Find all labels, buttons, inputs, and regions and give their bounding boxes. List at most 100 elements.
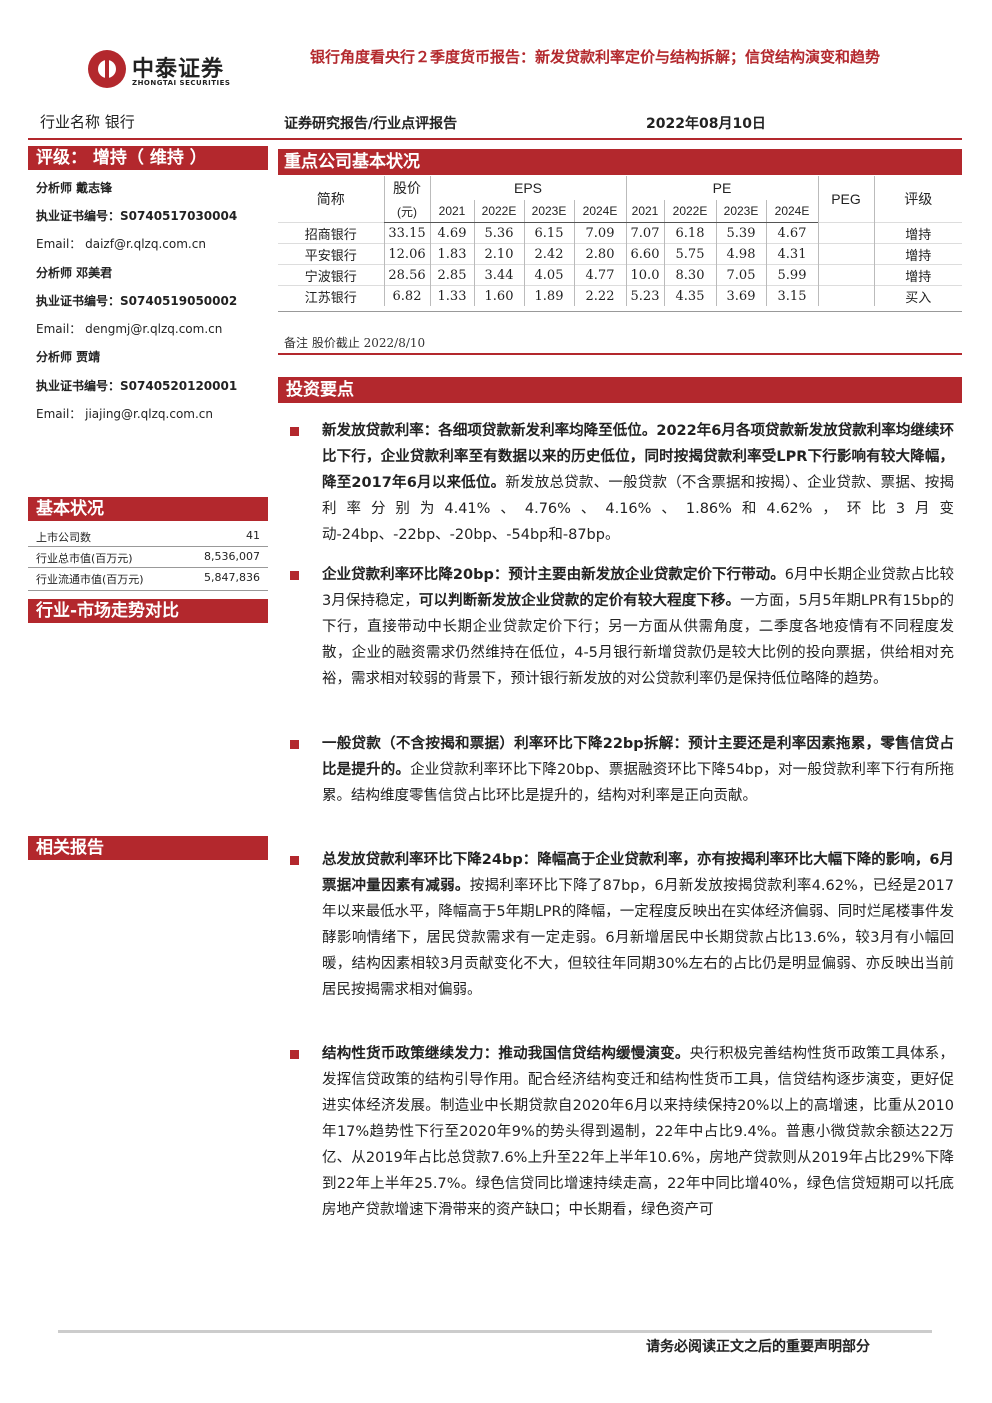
peg-cell <box>817 243 874 265</box>
eps-cell: 1.89 <box>523 285 574 306</box>
table-bottom-rule <box>278 311 962 312</box>
eps-cell: 4.77 <box>573 264 626 286</box>
table-row: 宁波银行 28.56 2.85 3.44 4.05 4.77 10.0 8.30… <box>278 264 962 286</box>
peg-cell <box>817 285 874 306</box>
investment-point: 新发放贷款利率：各细项贷款新发利率均降至低位。2022年6月各项贷款新发放贷款利… <box>290 418 954 548</box>
investment-point: 总发放贷款利率环比下降24bp：降幅高于企业贷款利率，亦有按揭利率环比大幅下降的… <box>290 847 954 1003</box>
logo-text-en: ZHONGTAI SECURITIES <box>132 79 231 87</box>
investment-points-title: 投资要点 <box>278 377 962 403</box>
year-header: 2022E <box>473 200 524 223</box>
footer-divider <box>58 1330 932 1333</box>
report-type: 证券研究报告/行业点评报告 <box>284 116 458 132</box>
company-table-title: 重点公司基本状况 <box>278 149 962 175</box>
stat-divider <box>28 567 268 568</box>
eps-cell: 3.44 <box>473 264 524 286</box>
col-pe-header: PE <box>625 176 818 200</box>
pe-cell: 3.15 <box>765 285 818 306</box>
table-row: 招商银行 33.15 4.69 5.36 6.15 7.09 7.07 6.18… <box>278 222 962 244</box>
analyst-name: 分析师 贾靖 <box>36 350 101 364</box>
company-table: 简称 股价 EPS PE PEG 评级 (元) 2021 2022E 2023E… <box>278 176 962 306</box>
rating-cell: 增持 <box>873 243 962 265</box>
analyst-email-link[interactable]: daizf@r.qlzq.com.cn <box>85 237 206 251</box>
analyst-email: Email： daizf@r.qlzq.com.cn <box>36 237 206 251</box>
pe-cell: 5.39 <box>715 222 766 244</box>
pe-cell: 6.60 <box>625 243 664 265</box>
logo-mark-icon <box>88 50 126 88</box>
analyst-email-link[interactable]: jiajing@r.qlzq.com.cn <box>85 407 214 421</box>
rating-bar: 评级： 增持（ 维持 ） <box>28 146 268 170</box>
analyst-name: 分析师 戴志锋 <box>36 181 113 195</box>
analyst-email: Email： jiajing@r.qlzq.com.cn <box>36 407 214 421</box>
pe-cell: 3.69 <box>715 285 766 306</box>
eps-cell: 4.69 <box>429 222 474 244</box>
logo-text-cn: 中泰证券 <box>132 57 225 82</box>
eps-cell: 2.22 <box>573 285 626 306</box>
peg-cell <box>817 222 874 244</box>
bullet-square-icon <box>290 856 299 865</box>
pe-cell: 10.0 <box>625 264 664 286</box>
price-cell: 12.06 <box>383 243 430 265</box>
company-name: 招商银行 <box>278 222 384 244</box>
header-divider <box>28 138 962 140</box>
company-name: 平安银行 <box>278 243 384 265</box>
pe-cell: 7.07 <box>625 222 664 244</box>
col-price-unit: (元) <box>383 200 430 223</box>
year-header: 2023E <box>523 200 574 223</box>
pe-cell: 4.98 <box>715 243 766 265</box>
eps-cell: 2.10 <box>473 243 524 265</box>
disclaimer-note: 请务必阅读正文之后的重要声明部分 <box>646 1339 870 1355</box>
year-header: 2022E <box>663 200 716 223</box>
year-header: 2024E <box>765 200 818 223</box>
col-name-header: 简称 <box>316 191 345 207</box>
pe-cell: 4.31 <box>765 243 818 265</box>
pe-cell: 5.99 <box>765 264 818 286</box>
col-peg-header: PEG <box>817 176 874 223</box>
analyst-cert: 执业证书编号：S0740520120001 <box>36 379 238 393</box>
pe-cell: 4.67 <box>765 222 818 244</box>
pe-cell: 8.30 <box>663 264 716 286</box>
investment-point: 结构性货币政策继续发力：推动我国信贷结构缓慢演变。央行积极完善结构性货币政策工具… <box>290 1041 954 1223</box>
year-header: 2021 <box>625 200 664 223</box>
peg-cell <box>817 264 874 286</box>
year-header: 2024E <box>573 200 626 223</box>
eps-cell: 2.85 <box>429 264 474 286</box>
analyst-email: Email： dengmj@r.qlzq.com.cn <box>36 322 223 336</box>
eps-cell: 5.36 <box>473 222 524 244</box>
analyst-cert: 执业证书编号：S0740517030004 <box>36 209 238 223</box>
table-row: 平安银行 12.06 1.83 2.10 2.42 2.80 6.60 5.75… <box>278 243 962 265</box>
table-section-divider <box>278 353 962 355</box>
bullet-square-icon <box>290 427 299 436</box>
bullet-square-icon <box>290 1050 299 1059</box>
stat-divider <box>28 590 268 591</box>
eps-cell: 6.15 <box>523 222 574 244</box>
report-title: 银行角度看央行２季度货币报告：新发贷款利率定价与结构拆解；信贷结构演变和趋势 <box>310 48 881 66</box>
year-header: 2023E <box>715 200 766 223</box>
col-rating-header: 评级 <box>873 176 962 223</box>
eps-cell: 2.80 <box>573 243 626 265</box>
eps-cell: 7.09 <box>573 222 626 244</box>
basic-status-bar: 基本状况 <box>28 497 268 521</box>
report-date: 2022年08月10日 <box>646 116 766 132</box>
price-cell: 6.82 <box>383 285 430 306</box>
investment-point: 企业贷款利率环比降20bp：预计主要由新发放企业贷款定价下行带动。6月中长期企业… <box>290 562 954 692</box>
pe-cell: 7.05 <box>715 264 766 286</box>
company-logo: 中泰证券 ZHONGTAI SECURITIES <box>88 48 248 93</box>
analyst-email-link[interactable]: dengmj@r.qlzq.com.cn <box>85 322 223 336</box>
market-trend-bar: 行业-市场走势对比 <box>28 599 268 623</box>
bullet-square-icon <box>290 740 299 749</box>
eps-cell: 1.60 <box>473 285 524 306</box>
stat-divider <box>28 546 268 547</box>
analyst-cert: 执业证书编号：S0740519050002 <box>36 294 238 308</box>
price-cell: 28.56 <box>383 264 430 286</box>
col-price-header: 股价 <box>383 176 430 200</box>
company-name: 江苏银行 <box>278 285 384 306</box>
eps-cell: 1.83 <box>429 243 474 265</box>
rating-cell: 增持 <box>873 264 962 286</box>
stat-row: 行业总市值(百万元)8,536,007 <box>36 550 260 565</box>
stat-row: 行业流通市值(百万元)5,847,836 <box>36 571 260 586</box>
year-header: 2021 <box>429 200 474 223</box>
rating-cell: 增持 <box>873 222 962 244</box>
related-reports-bar: 相关报告 <box>28 836 268 860</box>
eps-cell: 4.05 <box>523 264 574 286</box>
